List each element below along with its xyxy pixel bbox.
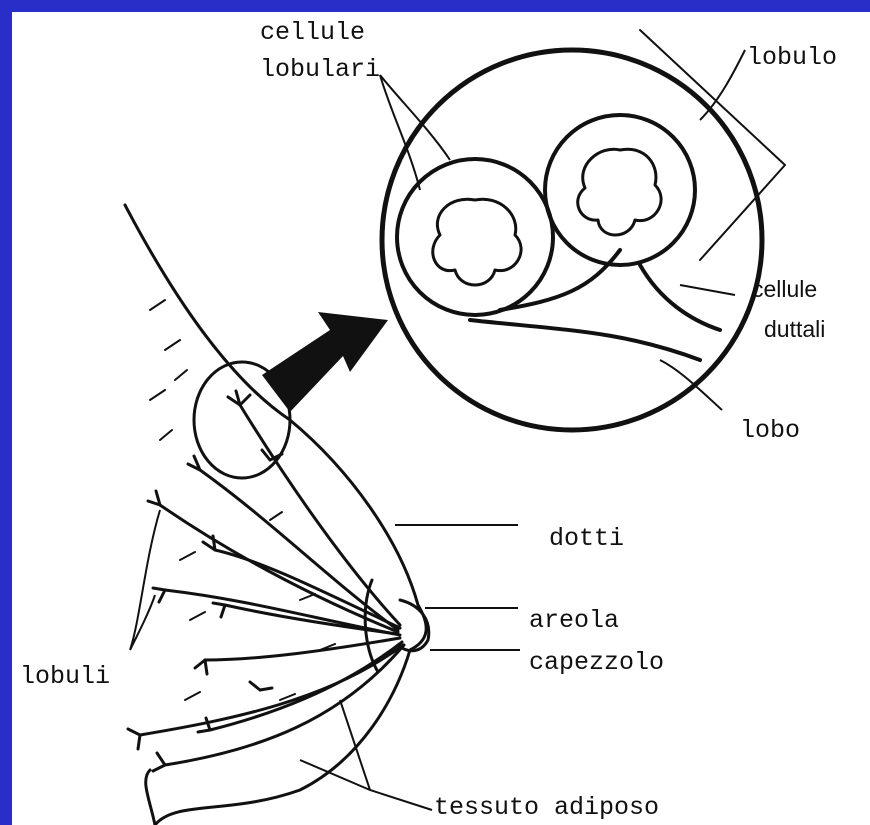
label-capezzolo: capezzolo	[529, 650, 664, 675]
leader-lobuli	[130, 510, 160, 650]
arrow-to-magnifier	[262, 312, 388, 412]
magnified-duct-right	[640, 265, 720, 330]
chest-wall-line	[125, 205, 426, 825]
breast-lower-edge	[146, 770, 155, 825]
label-areola: areola	[529, 608, 619, 633]
magnifier-circle	[382, 50, 762, 430]
label-tessuto-adiposo: tessuto adiposo	[434, 795, 659, 820]
lobule-right-outer	[545, 115, 695, 265]
lobule-left-outer	[397, 159, 553, 315]
label-lobulo: lobulo	[747, 45, 837, 70]
duct-3	[160, 505, 398, 632]
lobule-left-inner	[433, 199, 521, 285]
lobule-terminals	[128, 391, 282, 771]
diagram-canvas: cellule lobulari lobulo cellule duttali …	[12, 12, 870, 825]
label-cellule-duttali-1: cellule	[752, 278, 817, 301]
label-cellule-lobulari-1: cellule	[260, 20, 365, 45]
label-lobuli: lobuli	[20, 664, 110, 689]
magnified-duct-lower	[470, 320, 700, 360]
label-cellule-duttali-2: duttali	[764, 318, 825, 341]
label-lobo: lobo	[740, 418, 800, 443]
label-cellule-lobulari-2: lobulari	[260, 57, 380, 82]
lobule-right-inner	[578, 149, 661, 235]
duct-8	[140, 645, 403, 735]
label-dotti: dotti	[549, 526, 624, 551]
leader-cellule-duttali	[680, 285, 735, 295]
